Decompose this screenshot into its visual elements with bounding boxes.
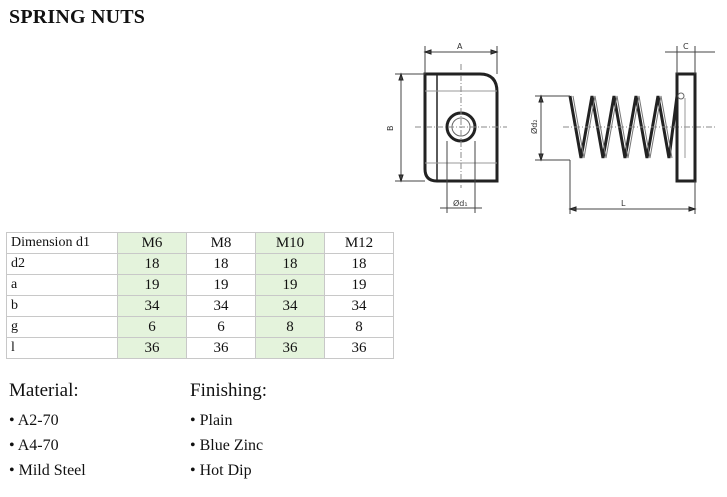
table-cell: 8 [324, 316, 394, 338]
table-cell: 34 [117, 295, 187, 317]
table-row: b 34 34 34 34 [6, 295, 394, 317]
table-cell: 18 [255, 253, 325, 275]
nut-front-body [423, 72, 499, 183]
finishing-item: Blue Zinc [199, 437, 264, 454]
table-cell: 36 [117, 337, 187, 359]
dimension-table: Dimension d1 M6 M8 M10 M12 d2 18 18 18 1… [6, 232, 394, 359]
material-heading: Material: [9, 380, 79, 401]
list-item: • A4-70 [9, 437, 59, 454]
dim-label-d2: Ød₂ [529, 119, 539, 134]
material-item: Mild Steel [18, 462, 86, 479]
table-cell: d2 [6, 253, 118, 275]
spring-coil [568, 95, 679, 159]
table-cell: 36 [255, 337, 325, 359]
dim-label-a: A [457, 42, 463, 51]
spring-nut-drawing: A B C Ød₁ Ød₂ L [386, 42, 717, 214]
table-cell: a [6, 274, 118, 296]
dim-label-d1: Ød₁ [453, 198, 468, 208]
table-header-cell: M8 [186, 232, 256, 254]
list-item: • Mild Steel [9, 462, 86, 479]
table-cell: 18 [117, 253, 187, 275]
dim-label-b: B [386, 126, 395, 132]
table-cell: b [6, 295, 118, 317]
table-cell: 8 [255, 316, 325, 338]
list-item: • Plain [190, 412, 233, 429]
table-cell: 34 [186, 295, 256, 317]
page-title: SPRING NUTS [9, 6, 146, 28]
dim-label-c: C [683, 42, 689, 51]
table-cell: 36 [324, 337, 394, 359]
list-item: • Blue Zinc [190, 437, 264, 454]
table-cell: 34 [255, 295, 325, 317]
table-cell: 19 [186, 274, 256, 296]
table-cell: 18 [186, 253, 256, 275]
table-cell: 6 [186, 316, 256, 338]
finishing-item: Plain [199, 412, 233, 429]
table-cell: 36 [186, 337, 256, 359]
table-header-row: Dimension d1 M6 M8 M10 M12 [6, 232, 394, 254]
table-cell: 6 [117, 316, 187, 338]
table-cell: 19 [324, 274, 394, 296]
table-cell: 19 [117, 274, 187, 296]
list-item: • A2-70 [9, 412, 59, 429]
nut-side-plate [675, 72, 697, 183]
material-item: A2-70 [17, 412, 59, 429]
finishing-heading: Finishing: [190, 380, 268, 401]
table-header-cell: M6 [117, 232, 187, 254]
table-cell: 19 [255, 274, 325, 296]
table-row: d2 18 18 18 18 [6, 253, 394, 275]
material-item: A4-70 [17, 437, 59, 454]
table-header-cell: Dimension d1 [6, 232, 118, 254]
table-cell: g [6, 316, 118, 338]
finishing-item: Hot Dip [199, 462, 252, 479]
table-cell: 34 [324, 295, 394, 317]
dim-label-l: L [621, 199, 626, 208]
table-cell: l [6, 337, 118, 359]
table-header-cell: M10 [255, 232, 325, 254]
table-row: l 36 36 36 36 [6, 337, 394, 359]
list-item: • Hot Dip [190, 462, 252, 479]
table-row: a 19 19 19 19 [6, 274, 394, 296]
material-section: Material: • A2-70 • A4-70 • Mild Steel [9, 380, 86, 483]
table-row: g 6 6 8 8 [6, 316, 394, 338]
table-header-cell: M12 [324, 232, 394, 254]
finishing-section: Finishing: • Plain • Blue Zinc • Hot Dip [190, 380, 267, 483]
table-cell: 18 [324, 253, 394, 275]
